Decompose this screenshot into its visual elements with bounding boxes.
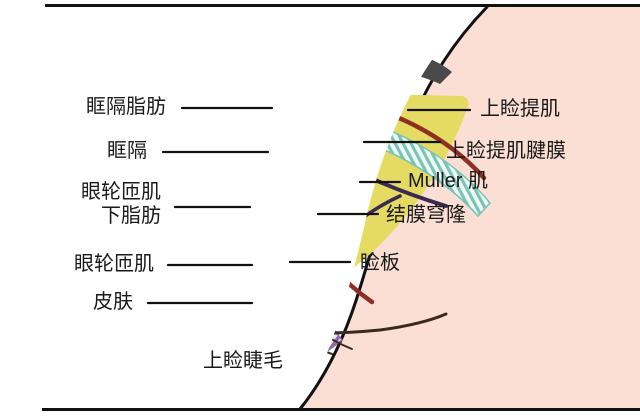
label-levator-muscle: 上睑提肌 — [480, 98, 560, 121]
label-orbicularis-oculi-text: 眼轮匝肌 — [74, 253, 154, 275]
label-upper-eyelashes-text: 上睑睫毛 — [203, 350, 283, 372]
label-upper-eyelashes: 上睑睫毛 — [203, 350, 283, 373]
label-orbital-septum: 眶隔 — [107, 140, 147, 163]
bottom-border-rule — [42, 408, 640, 411]
leader-lines-left — [146, 106, 274, 305]
label-orbicularis-oculi: 眼轮匝肌 — [74, 253, 154, 276]
label-skin-text: 皮肤 — [93, 291, 133, 313]
eyelid-margin-line — [300, 312, 448, 335]
label-conjunctival-fornix: 结膜穹隆 — [386, 204, 466, 227]
label-suborbicularis-fat-line2: 下脂肪 — [101, 205, 161, 227]
label-suborbicularis-fat-line1: 眼轮匝肌 — [81, 181, 161, 203]
label-muller-muscle: Muller 肌 — [408, 170, 488, 193]
label-conjunctival-fornix-text: 结膜穹隆 — [386, 204, 466, 226]
label-levator-aponeurosis-text: 上睑提肌腱膜 — [446, 140, 566, 162]
label-muller-muscle-text: Muller 肌 — [408, 170, 489, 192]
label-levator-aponeurosis: 上睑提肌腱膜 — [446, 140, 566, 163]
label-orbital-fat: 眶隔脂肪 — [86, 96, 166, 119]
leader-lines-right — [288, 108, 472, 264]
label-orbital-fat-text: 眶隔脂肪 — [86, 96, 166, 118]
label-suborbicularis-fat: 眼轮匝肌 下脂肪 — [81, 180, 161, 228]
top-border-rule — [45, 4, 640, 7]
label-tarsal-plate: 睑板 — [360, 252, 400, 275]
label-orbital-septum-text: 眶隔 — [107, 140, 147, 162]
label-tarsal-plate-text: 睑板 — [360, 252, 400, 274]
label-levator-muscle-text: 上睑提肌 — [480, 98, 560, 120]
label-skin: 皮肤 — [93, 291, 133, 314]
